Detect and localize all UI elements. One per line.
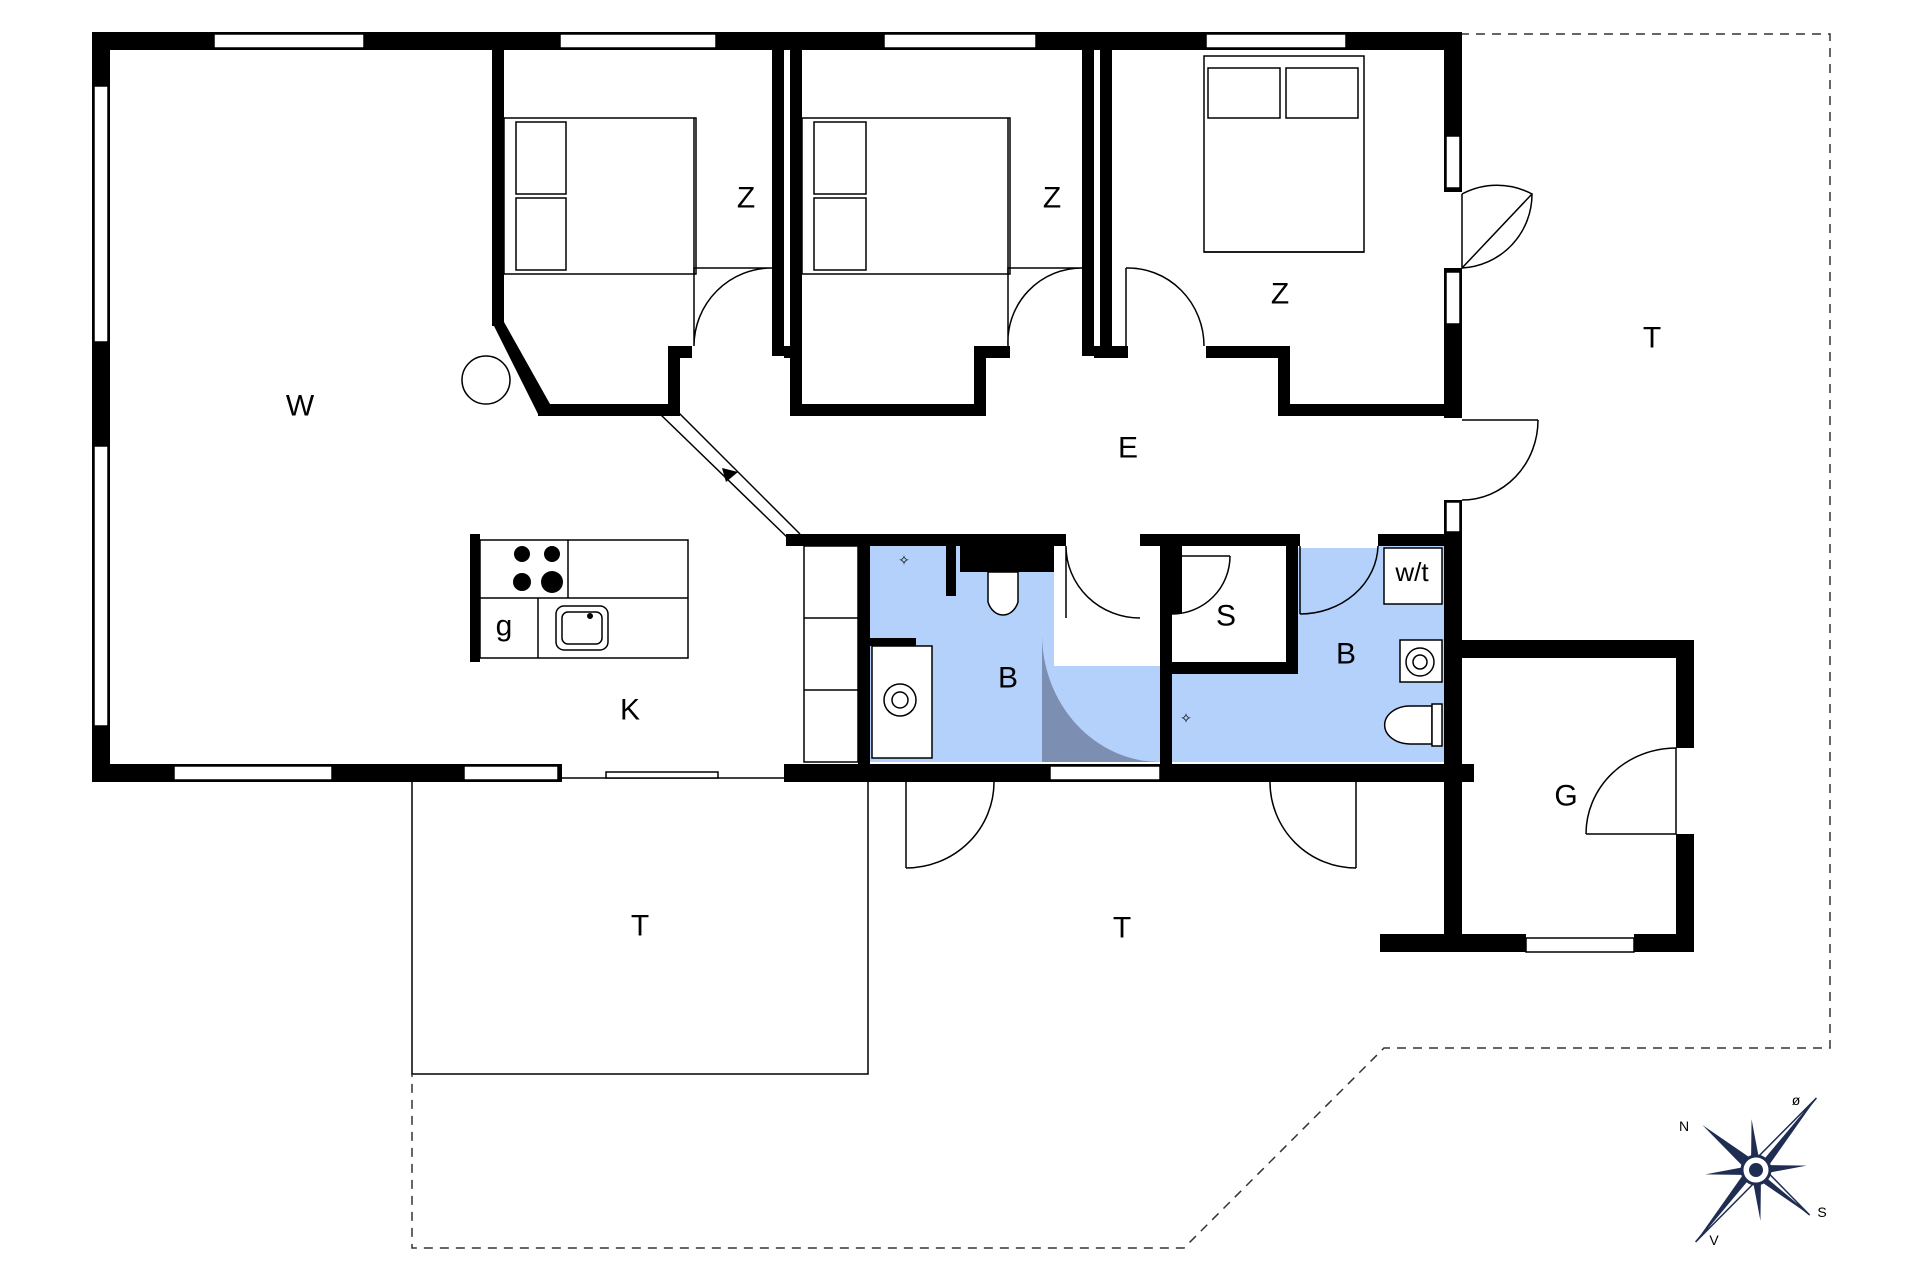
window xyxy=(463,765,559,781)
washbasin xyxy=(871,645,933,759)
window xyxy=(1525,937,1635,953)
room-label-terrace: T xyxy=(1113,912,1131,945)
sliding-door xyxy=(605,771,719,779)
window xyxy=(93,445,109,727)
window xyxy=(1445,501,1461,533)
window xyxy=(1445,271,1461,325)
windows xyxy=(93,33,1635,953)
room-label-bedroom: Z xyxy=(1043,182,1061,215)
room-label-living: W xyxy=(286,390,315,423)
pillow xyxy=(1285,67,1359,119)
bedroom-walls xyxy=(492,50,1462,416)
compass-east: ø xyxy=(1792,1092,1801,1108)
kitchen-counter xyxy=(461,355,689,662)
door-swing xyxy=(1299,545,1379,615)
room-label-terrace: T xyxy=(1643,322,1661,355)
pillow xyxy=(1207,67,1281,119)
door-swing xyxy=(1007,267,1083,347)
pillow xyxy=(515,197,567,271)
washbasin-icon xyxy=(883,683,917,717)
room-label-bath: B xyxy=(1336,638,1356,671)
door-swing xyxy=(1269,781,1357,869)
door-swing xyxy=(693,267,773,347)
door-swing xyxy=(1065,545,1141,619)
window xyxy=(1205,33,1347,49)
window xyxy=(1049,765,1161,781)
door-swing xyxy=(1461,419,1539,501)
sink-icon xyxy=(555,605,609,651)
room-label-kitchen: K xyxy=(620,694,640,727)
toilet-icon xyxy=(1384,705,1433,745)
room-label-bath: B xyxy=(998,662,1018,695)
compass-south: S xyxy=(1817,1204,1826,1220)
bath-2-floor xyxy=(1166,546,1446,762)
fixture-mark: ✧ xyxy=(898,552,910,568)
annex-walls xyxy=(1380,640,1694,952)
window xyxy=(213,33,365,49)
compass-north: N xyxy=(1679,1118,1689,1134)
window xyxy=(93,85,109,343)
room-label-storage: S xyxy=(1216,600,1236,633)
room-label-kitchen-g: g xyxy=(496,610,513,643)
bathroom-fills xyxy=(870,546,1446,762)
pillow xyxy=(813,197,867,271)
bathroom-walls xyxy=(786,534,1462,782)
doors xyxy=(693,184,1677,869)
bed xyxy=(1203,55,1365,253)
stove-burner-icon xyxy=(514,546,530,562)
bed xyxy=(503,117,697,275)
door-swing xyxy=(1461,184,1534,270)
room-label-washer: w/t xyxy=(1394,557,1429,587)
beds xyxy=(503,55,1365,275)
bed xyxy=(801,117,1011,275)
window xyxy=(173,765,333,781)
room-label-terrace: T xyxy=(631,910,649,943)
pillow xyxy=(515,121,567,195)
room-label-hall: E xyxy=(1118,432,1138,465)
shower-area xyxy=(1042,634,1160,762)
stove-burner-icon xyxy=(513,573,531,591)
window xyxy=(1445,135,1461,189)
door-swing xyxy=(905,781,995,869)
compass-labels: N ø S V xyxy=(1679,1092,1827,1248)
compass-west: V xyxy=(1709,1232,1719,1248)
arrow-icon xyxy=(722,468,738,482)
bath-1-floor xyxy=(870,546,1166,762)
door-swing xyxy=(1171,555,1231,615)
terrace-dashed-boundary xyxy=(411,33,1831,1249)
washbasin-icon xyxy=(1405,647,1435,677)
compass-rose-icon xyxy=(1695,1097,1817,1243)
room-label-bedroom: Z xyxy=(1271,278,1289,311)
bathroom-fixtures: ✧ ✧ xyxy=(871,547,1443,759)
toilet-icon xyxy=(987,571,1019,616)
stove-burner-icon xyxy=(544,546,560,562)
hall-passage xyxy=(659,405,801,541)
room-label-bedroom: Z xyxy=(737,182,755,215)
room-labels: W Z Z Z E K g B B S w/t G T T T xyxy=(286,182,1661,945)
pillow xyxy=(813,121,867,195)
washer-box xyxy=(1383,547,1443,605)
window xyxy=(883,33,1037,49)
closet xyxy=(803,545,859,763)
room-label-annex: G xyxy=(1554,780,1577,813)
door-swing xyxy=(1125,267,1205,347)
fixture-mark: ✧ xyxy=(1180,710,1192,726)
door-swing xyxy=(1585,747,1677,835)
window xyxy=(559,33,717,49)
round-table-icon xyxy=(461,355,511,405)
stove-burner-icon xyxy=(541,571,563,593)
